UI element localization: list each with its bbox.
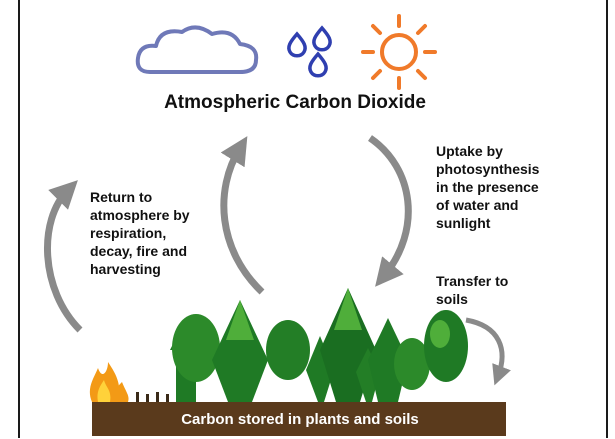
transfer-to-soils-label: Transfer to soils bbox=[436, 273, 509, 307]
arrow-uptake bbox=[367, 135, 412, 287]
soil-band bbox=[92, 402, 506, 436]
cloud-icon bbox=[135, 25, 259, 74]
arrow-transfer-soils bbox=[465, 317, 511, 386]
diagram-title: Atmospheric Carbon Dioxide bbox=[164, 92, 426, 113]
carbon-stored-label: Carbon stored in plants and soils bbox=[181, 411, 419, 428]
uptake-photosynthesis-label: Uptake by photosynthesis in the presence… bbox=[436, 143, 540, 231]
fire-icon bbox=[89, 362, 129, 402]
arrow-return-outer bbox=[44, 180, 83, 333]
return-to-atmosphere-label: Return to atmosphere by respiration, dec… bbox=[90, 189, 190, 277]
arrow-return-inner bbox=[220, 136, 265, 295]
sun-icon bbox=[361, 14, 437, 90]
water-drops-icon bbox=[287, 25, 332, 78]
harvested-stumps bbox=[136, 392, 179, 402]
forest-trees bbox=[170, 288, 468, 402]
